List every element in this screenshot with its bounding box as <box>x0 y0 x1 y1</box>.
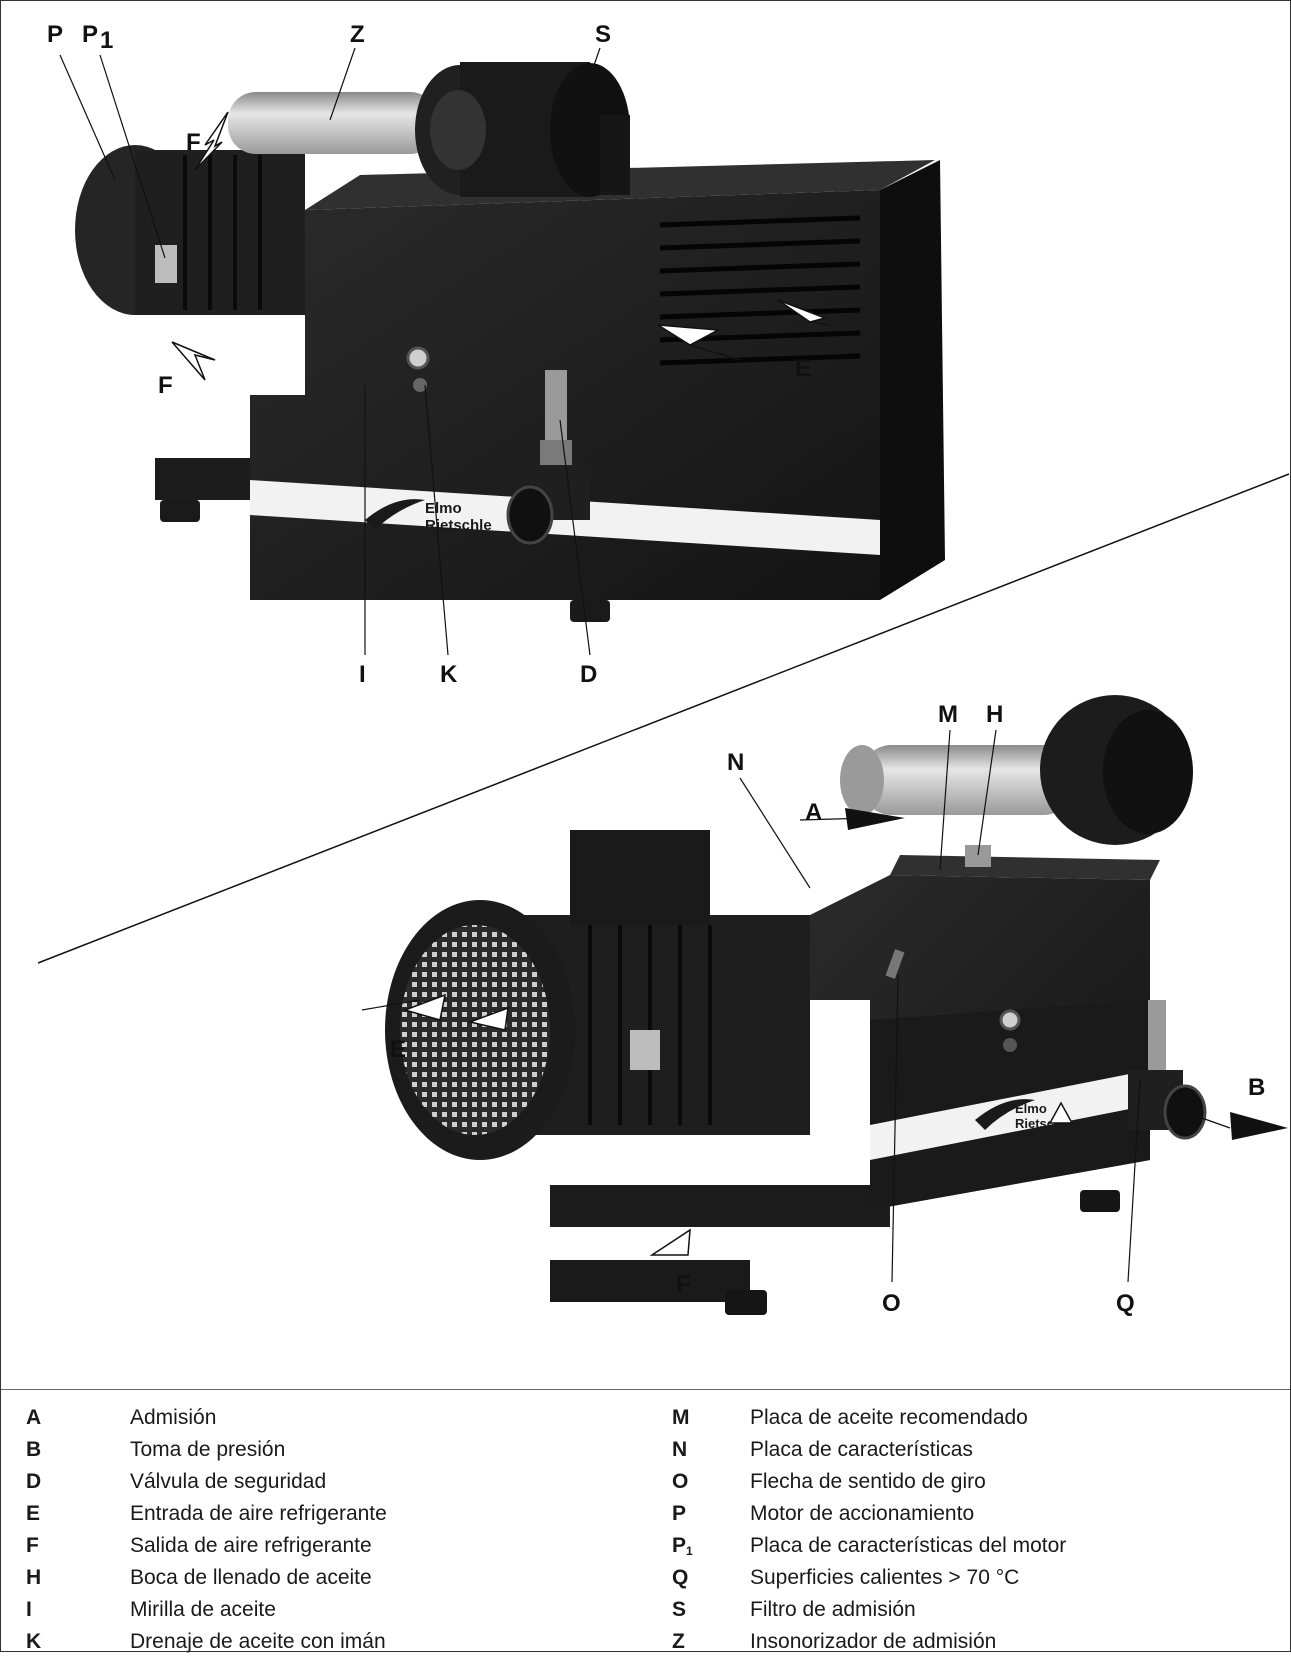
bottom-base-rail <box>550 1185 890 1227</box>
legend-text: Motor de accionamiento <box>750 1502 975 1525</box>
callout-D: D <box>580 661 597 688</box>
top-leader-lines <box>59 47 601 656</box>
legend-key: O <box>672 1470 689 1493</box>
top-pump: Elmo Rietschle <box>75 62 945 622</box>
callout-F-left: F <box>158 372 173 399</box>
legend-text: Boca de llenado de aceite <box>130 1566 372 1589</box>
bottom-oil-sight-glass <box>999 1009 1021 1031</box>
bottom-arrows <box>402 808 1288 1256</box>
callout-P: P <box>47 21 63 48</box>
legend-text: Flecha de sentido de giro <box>750 1470 986 1493</box>
legend-key: Q <box>672 1566 689 1589</box>
section-divider-line <box>37 473 1290 964</box>
legend-text: Entrada de aire refrigerante <box>130 1502 387 1525</box>
arrow-E-right-1 <box>657 324 721 346</box>
callout-A: A <box>805 799 822 826</box>
bottom-silencer <box>860 745 1075 815</box>
arrow-F-top <box>194 111 229 171</box>
legend-key: K <box>26 1630 42 1653</box>
legend-key: S <box>672 1598 687 1621</box>
callout-P1: P 1 <box>82 21 113 54</box>
legend-key: B <box>26 1438 42 1461</box>
arrow-E-lower-1 <box>402 993 447 1021</box>
arrow-E-lower-2 <box>467 1006 509 1031</box>
callout-Q: Q <box>1116 1290 1135 1317</box>
bottom-fan-grille <box>400 925 550 1135</box>
legend-key-subscript: 1 <box>686 1544 693 1558</box>
svg-text:Elmo: Elmo <box>1015 1101 1047 1116</box>
rotation-arrow-plate <box>885 949 905 979</box>
legend-text: Placa de aceite recomendado <box>750 1406 1028 1429</box>
callout-O: O <box>882 1290 901 1317</box>
legend-text: Filtro de admisión <box>750 1598 916 1621</box>
legend: A Admisión B Toma de presión D Válvula d… <box>0 1390 1289 1653</box>
arrow-A <box>845 808 905 830</box>
legend-key: Z <box>672 1630 685 1653</box>
bottom-motor-terminal-box <box>570 830 710 925</box>
top-arrows <box>171 111 828 381</box>
legend-text: Superficies calientes > 70 °C <box>750 1566 1020 1589</box>
arrow-F-bottom <box>649 1228 691 1256</box>
legend-text: Admisión <box>130 1406 217 1429</box>
svg-text:Rietschle: Rietschle <box>425 517 492 534</box>
legend-key: A <box>26 1406 42 1429</box>
callout-F-top: F <box>186 129 201 156</box>
arrow-F-left <box>171 341 216 381</box>
svg-text:P: P <box>82 21 98 48</box>
legend-key: H <box>26 1566 42 1589</box>
callout-M: M <box>938 701 958 728</box>
callout-K: K <box>440 661 458 688</box>
top-motor-plate <box>155 245 177 283</box>
top-silencer <box>228 92 438 154</box>
top-safety-valve <box>545 370 567 450</box>
legend-key: I <box>26 1598 32 1621</box>
legend-key: E <box>26 1502 41 1525</box>
callout-E-right: E <box>795 355 811 382</box>
callout-N: N <box>727 749 744 776</box>
callout-S: S <box>595 21 611 48</box>
legend-text: Placa de características <box>750 1438 973 1461</box>
pump-diagram: Elmo Rietschle <box>0 21 1291 1390</box>
callout-Z: Z <box>350 21 365 48</box>
arrow-E-right-2 <box>777 299 828 323</box>
legend-text: Insonorizador de admisión <box>750 1630 997 1653</box>
callout-E-lower: E <box>390 1036 406 1063</box>
legend-text: Toma de presión <box>130 1438 286 1461</box>
legend-key: F <box>26 1534 39 1557</box>
top-oil-drain <box>413 378 427 392</box>
legend-text: Salida de aire refrigerante <box>130 1534 372 1557</box>
callout-I: I <box>359 661 366 688</box>
arrow-B <box>1230 1112 1288 1140</box>
top-oil-sight-glass <box>406 346 430 370</box>
legend-key: D <box>26 1470 42 1493</box>
bottom-safety-valve <box>1148 1000 1166 1070</box>
hot-surface-warning-icon <box>1048 1101 1074 1124</box>
bottom-motor-plate <box>630 1030 660 1070</box>
bottom-pump: Elmo Rietschle <box>385 695 1207 1315</box>
legend-key: P1 <box>672 1534 712 1558</box>
bottom-oil-fill-plug <box>965 845 991 867</box>
legend-key: M <box>672 1406 690 1429</box>
callout-B: B <box>1248 1074 1265 1101</box>
legend-text: Placa de características del motor <box>750 1534 1067 1557</box>
legend-text: Drenaje de aceite con imán <box>130 1630 386 1653</box>
svg-text:1: 1 <box>100 27 113 54</box>
top-motor-body <box>135 150 305 315</box>
bottom-brand-stripe <box>870 1070 1150 1160</box>
callout-F-bottom: F <box>676 1271 691 1298</box>
legend-text: Mirilla de aceite <box>130 1598 276 1621</box>
top-brand-logo: Elmo Rietschle <box>365 499 492 534</box>
legend-key: P <box>672 1502 687 1525</box>
legend-key-main: P <box>672 1534 687 1557</box>
callout-H: H <box>986 701 1003 728</box>
svg-text:Elmo: Elmo <box>425 500 462 517</box>
legend-text: Válvula de seguridad <box>130 1470 327 1493</box>
top-pressure-port <box>506 485 554 545</box>
legend-key: N <box>672 1438 688 1461</box>
